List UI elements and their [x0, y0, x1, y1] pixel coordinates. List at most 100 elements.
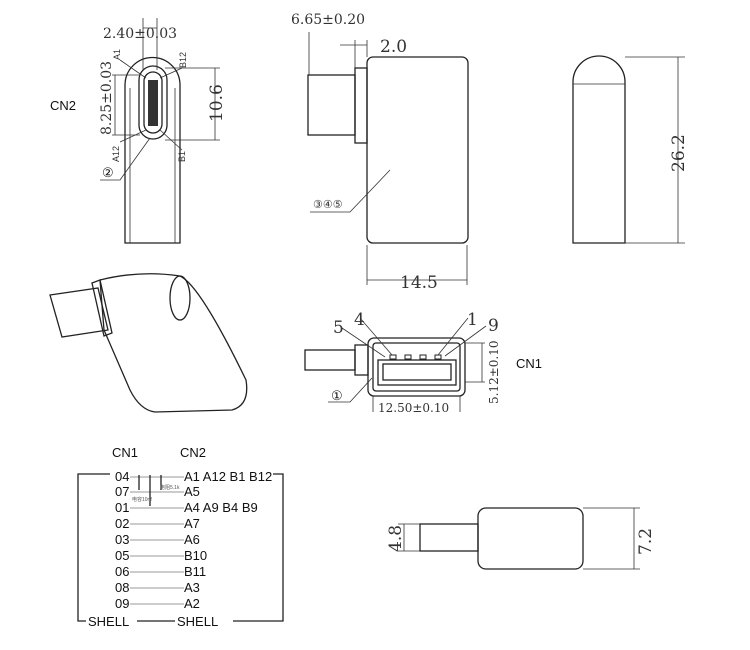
cn2-pin: A4 A9 B4 B9	[184, 500, 258, 515]
side-body	[366, 56, 469, 244]
cn2-body-outline	[124, 56, 181, 244]
usb-c-tongue	[148, 80, 158, 126]
pin-9-label: 9	[488, 316, 499, 336]
height-dim-lines	[625, 56, 685, 244]
outer-width-dim-lines	[165, 67, 220, 141]
callout-1-leader	[328, 377, 373, 403]
capacitor-note: 电容10nf	[132, 496, 152, 503]
cn2-label: CN2	[50, 98, 76, 113]
pin-a1-label: A1	[112, 49, 122, 60]
cn2-pin: B11	[184, 564, 206, 579]
cn1-pin: 03	[115, 532, 129, 547]
usb-a-contacts	[389, 354, 442, 360]
schematic-row: 07 A5	[115, 484, 200, 499]
shell-cn1: SHELL	[88, 614, 129, 629]
schematic-rows: 04 A1 A12 B1 B12 07 A5 01 A4 A9 B4 B9 02 A7 03 A6…	[115, 469, 272, 611]
cn2-pin: A6	[184, 532, 200, 547]
side-dim-lines	[308, 32, 368, 75]
cn2-front-view: CN2 2.40±0.03 8.25±0.03 10.6 A1 B12 A12 …	[50, 18, 227, 244]
shell-cn2: SHELL	[177, 614, 218, 629]
shell-frame	[77, 473, 284, 622]
dim-length: 14.5	[400, 273, 438, 293]
cn1-pin: 05	[115, 548, 129, 563]
end-view: 26.2	[572, 55, 689, 244]
cn1-plug	[304, 349, 356, 371]
callout-1: ①	[331, 388, 343, 403]
cn1-pin: 08	[115, 580, 129, 595]
bottom-body	[477, 507, 584, 570]
side-plug-collar	[354, 67, 368, 144]
cn1-pin: 04	[115, 469, 129, 484]
cn2-pin: A2	[184, 596, 200, 611]
schematic-row: 01 A4 A9 B4 B9	[115, 500, 258, 515]
pin-leaders-cn1	[341, 317, 487, 358]
cn1-width-dim	[372, 396, 461, 412]
usb-a-port	[377, 359, 457, 386]
schematic-header-cn2: CN2	[180, 445, 206, 460]
dim-pitch: 2.40±0.03	[103, 26, 177, 42]
cn1-front-view: 4 5 1 9 5.12±0.10 12.50±0.10 ① CN1	[304, 310, 542, 415]
cn1-pin: 01	[115, 500, 129, 515]
dim-plug-offset: 6.65±0.20	[291, 12, 365, 28]
schematic-row: 08 A3	[115, 580, 200, 595]
schematic-row: 06 B11	[115, 564, 206, 579]
dim-cn1-width: 12.50±0.10	[378, 401, 449, 415]
cn1-body	[367, 337, 466, 397]
cn1-pin: 07	[115, 484, 129, 499]
cn1-collar	[354, 344, 369, 376]
schematic-row: 05 B10	[115, 548, 207, 563]
cn2-pin: A5	[184, 484, 200, 499]
pin-1-label: 1	[467, 310, 478, 330]
perspective-cap	[169, 275, 191, 321]
jumper-lines	[138, 475, 162, 506]
cn1-pin: 06	[115, 564, 129, 579]
dim-step: 2.0	[380, 37, 407, 57]
length-dim-lines	[366, 245, 468, 285]
schematic-row: 09 A2	[115, 596, 200, 611]
dim-cn1-height: 5.12±0.10	[487, 341, 501, 405]
usb-c-shell	[138, 65, 168, 140]
callout-2: ②	[102, 165, 114, 180]
cn1-height-dim	[465, 342, 485, 383]
side-view: 6.65±0.20 2.0 ③④⑤ 14.5	[291, 12, 469, 293]
pin-leaders	[100, 59, 183, 181]
pin-b12-label: B12	[178, 52, 188, 68]
perspective-view	[49, 273, 248, 413]
dim-inner-width: 8.25±0.03	[99, 61, 115, 135]
end-body	[572, 55, 626, 244]
dim-plug: 4.8	[386, 525, 406, 552]
dim-outer-width: 10.6	[207, 84, 227, 122]
bottom-plug	[419, 523, 479, 552]
dim-height: 26.2	[669, 134, 689, 172]
cn1-label: CN1	[516, 356, 542, 371]
bottom-view: 4.8 7.2	[386, 507, 656, 570]
schematic-row: 02 A7	[115, 516, 200, 531]
schematic-header-cn1: CN1	[112, 445, 138, 460]
usb-a-tongue	[382, 363, 452, 381]
resistor-note: 电阻5.1k	[160, 484, 180, 491]
pitch-dim-lines	[142, 18, 158, 70]
cn1-pin: 02	[115, 516, 129, 531]
perspective-body	[99, 273, 248, 413]
cn2-pin: B10	[184, 548, 207, 563]
cn2-pin: A7	[184, 516, 200, 531]
pin-b1-label: B1	[177, 151, 187, 162]
schematic-row: 03 A6	[115, 532, 200, 547]
cn1-pin: 09	[115, 596, 129, 611]
inner-width-dim-lines	[112, 74, 140, 136]
pin-5-label: 5	[333, 318, 344, 338]
side-plug	[307, 74, 356, 136]
pin-4-label: 4	[354, 310, 365, 330]
perspective-plug	[49, 287, 109, 338]
bottom-dim-lines	[398, 507, 640, 570]
usb-c-port	[143, 71, 163, 134]
callouts-345: ③④⑤	[313, 199, 343, 211]
dim-body: 7.2	[636, 528, 656, 555]
pin-a12-label: A12	[111, 146, 121, 162]
wiring-schematic: CN1 CN2 04 A1 A12 B1 B12 07 A5 01 A4 A9 B4 B9…	[77, 445, 284, 629]
callout-leader	[310, 169, 391, 213]
perspective-collar	[91, 279, 113, 337]
cn2-pin: A1 A12 B1 B12	[184, 469, 272, 484]
cn2-pin: A3	[184, 580, 200, 595]
